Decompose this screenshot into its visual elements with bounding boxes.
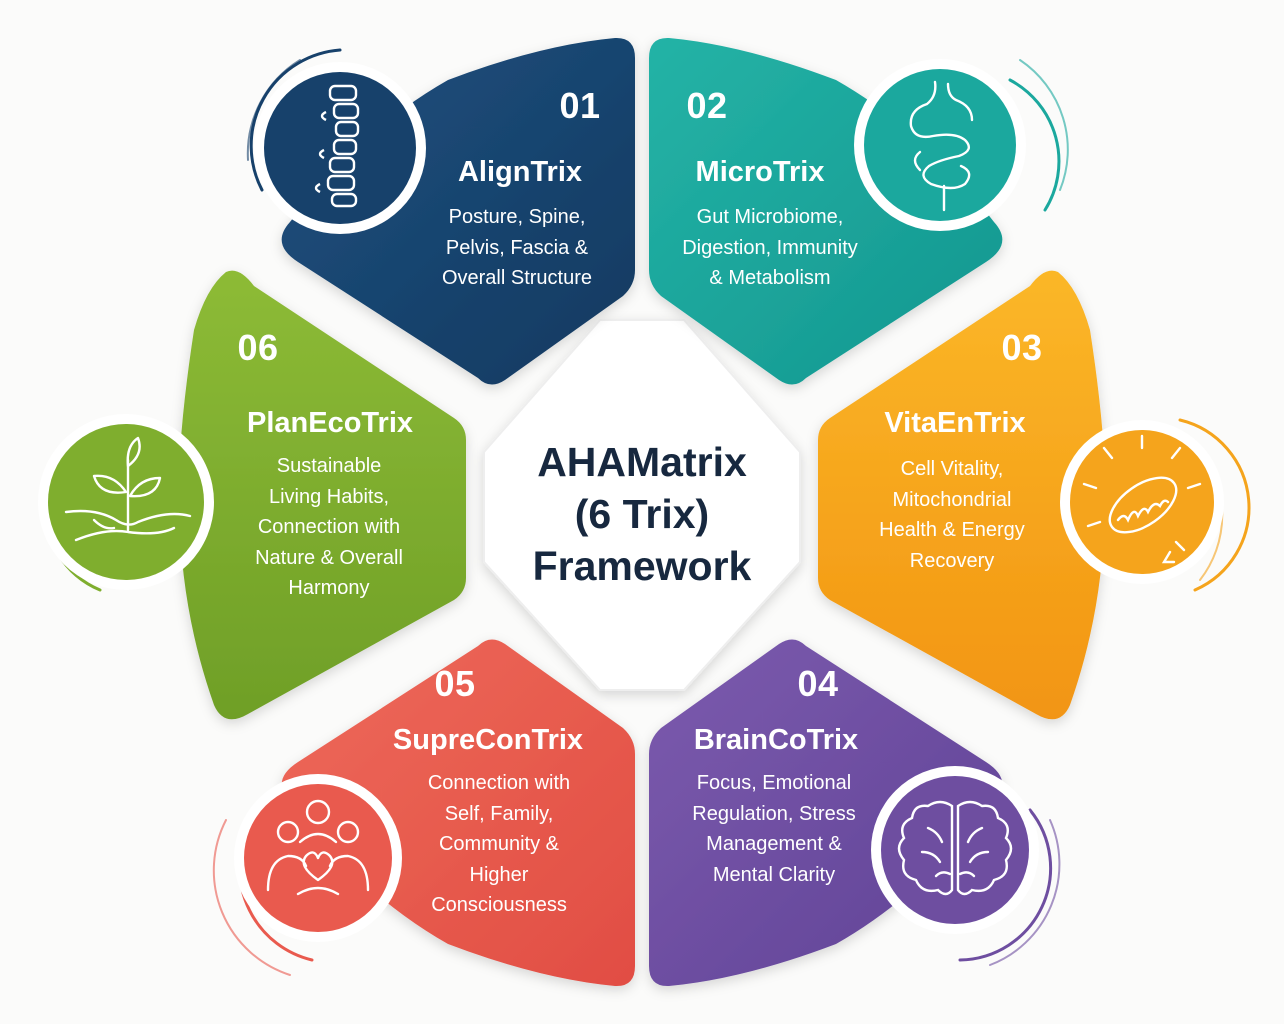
segment-04-shape[interactable] (649, 639, 1003, 987)
spine-icon (314, 84, 360, 208)
segment-06-shape[interactable] (178, 270, 466, 720)
icon-badge-01 (254, 62, 426, 234)
segment-01-shape[interactable] (281, 37, 635, 385)
segment-03-shape[interactable] (818, 270, 1106, 720)
brain-icon (897, 800, 1013, 896)
sprout-icon (64, 436, 192, 542)
center-hexagon (483, 319, 801, 691)
segment-05-shape[interactable] (281, 639, 635, 987)
family-heart-icon (266, 799, 370, 896)
icon-badge-02 (854, 59, 1026, 231)
segment-02-shape[interactable] (649, 37, 1003, 385)
icon-badge-04 (871, 766, 1039, 934)
intestine-icon (909, 80, 974, 212)
icon-badge-06 (38, 414, 214, 590)
icon-badge-03 (1060, 420, 1224, 584)
icon-badge-05 (234, 774, 402, 942)
mitochondria-icon (1082, 434, 1202, 564)
